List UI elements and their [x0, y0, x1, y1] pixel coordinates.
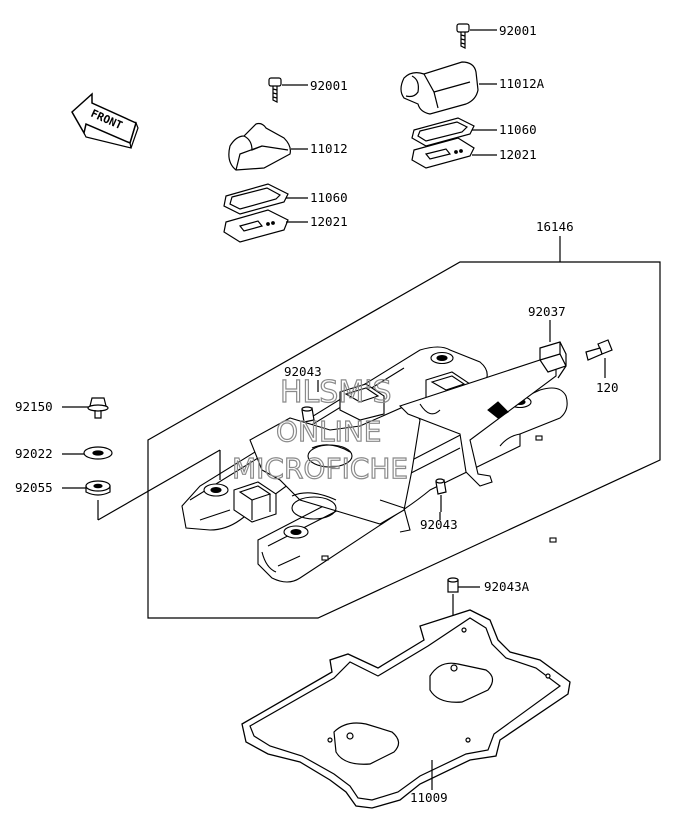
- watermark-line: ONLINE: [276, 415, 381, 448]
- cylinder-head-cover-icon: [181, 346, 568, 583]
- part-label[interactable]: 92037: [528, 304, 566, 319]
- part-label[interactable]: 92022: [15, 446, 53, 461]
- part-label[interactable]: 11012: [310, 141, 348, 156]
- part-label[interactable]: 92001: [499, 23, 537, 38]
- part-label[interactable]: 92055: [15, 480, 53, 495]
- front-arrow-icon: [71, 92, 139, 149]
- watermark-line: HLSM'S: [280, 375, 392, 410]
- bolt-icon: [456, 23, 497, 49]
- part-label[interactable]: 11060: [310, 190, 348, 205]
- cover-assembly-frame: [147, 236, 661, 619]
- breather-plate-icon: [411, 137, 497, 169]
- breather-plate-icon: [223, 209, 308, 243]
- clamp-icon: [539, 320, 567, 379]
- washer-icon: [62, 446, 113, 460]
- grommet-icon: [62, 449, 221, 521]
- bolt-icon: [62, 397, 109, 419]
- dowel-pin-icon: [301, 406, 315, 423]
- bolt-icon: [585, 339, 613, 378]
- breather-cover-icon: [400, 61, 497, 115]
- breather-gasket-icon: [411, 117, 497, 147]
- part-label[interactable]: 92043A: [484, 579, 530, 594]
- part-label[interactable]: 12021: [499, 147, 537, 162]
- part-label[interactable]: 11060: [499, 122, 537, 137]
- watermark-line: MICROFICHE: [232, 452, 408, 485]
- part-label[interactable]: 92043: [420, 517, 458, 532]
- part-label[interactable]: 16146: [536, 219, 574, 234]
- part-label[interactable]: 12021: [310, 214, 348, 229]
- part-label[interactable]: 11012A: [499, 76, 545, 91]
- breather-gasket-icon: [223, 183, 308, 215]
- bolt-icon: [268, 77, 308, 103]
- part-label[interactable]: 92001: [310, 78, 348, 93]
- part-label[interactable]: 92043: [284, 364, 322, 379]
- head-cover-gasket-icon: [241, 609, 571, 809]
- part-label[interactable]: 92150: [15, 399, 53, 414]
- dowel-pin-icon: [435, 478, 447, 512]
- part-label[interactable]: 11009: [410, 790, 448, 805]
- part-label[interactable]: 120: [596, 380, 619, 395]
- breather-cover-icon: [228, 122, 308, 171]
